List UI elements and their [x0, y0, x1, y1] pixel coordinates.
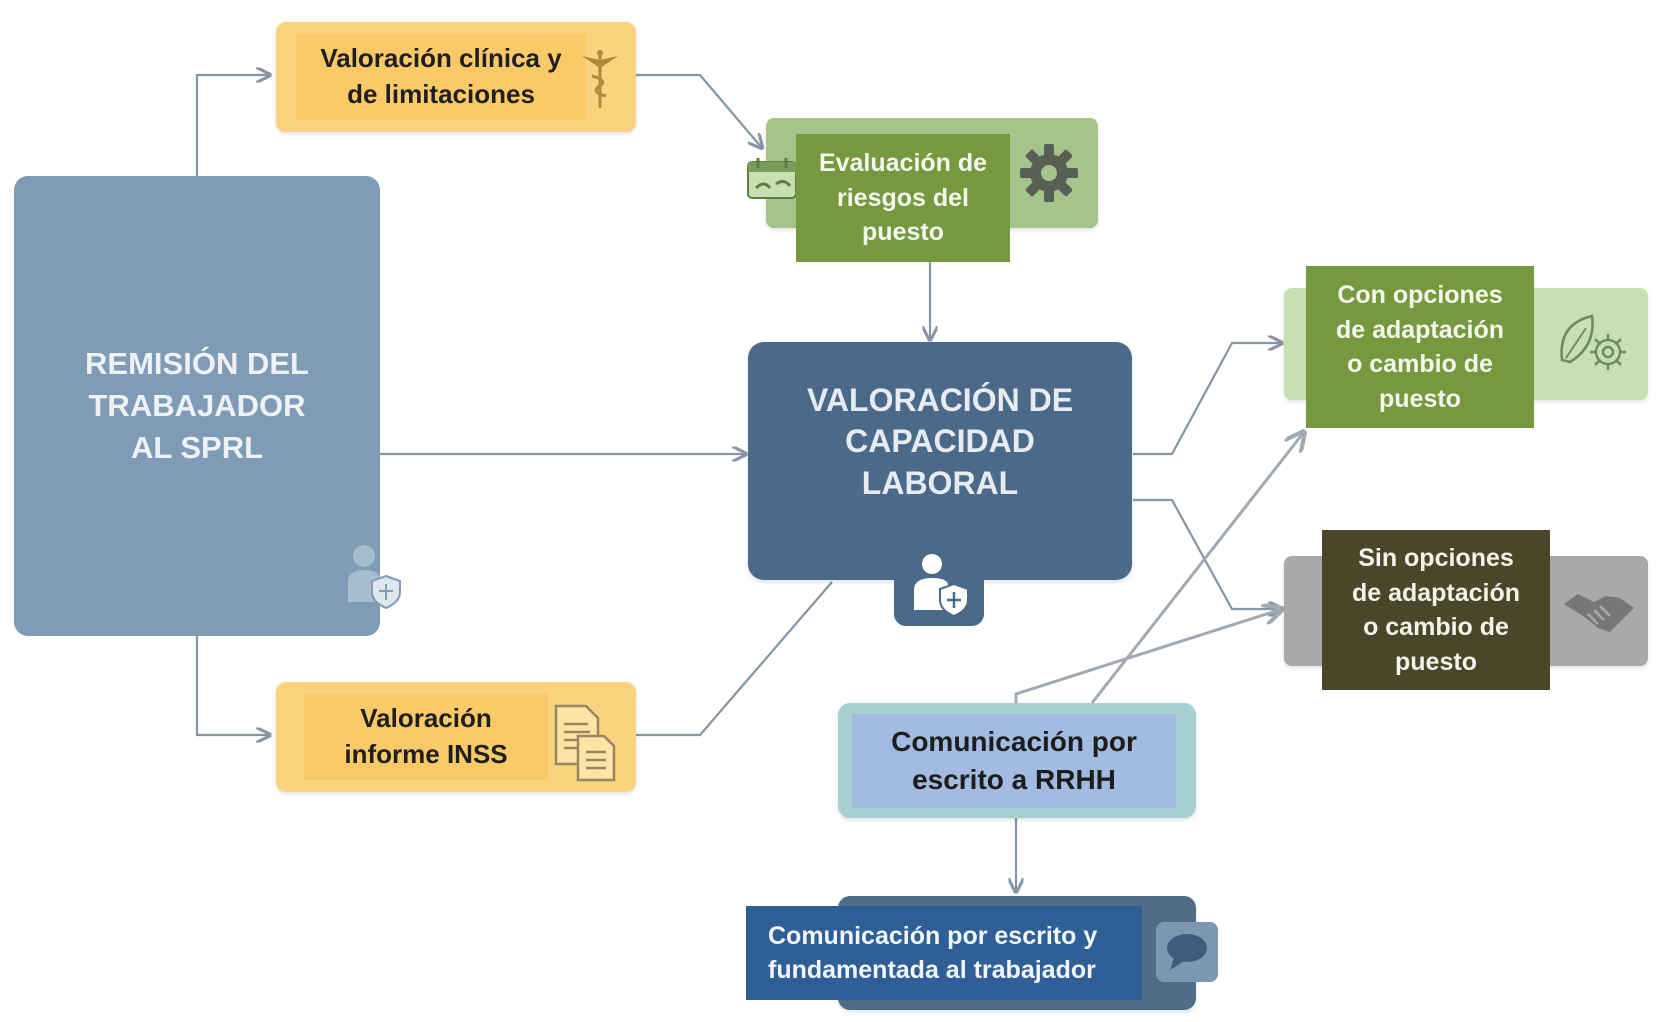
- arrow-remision-to-inss: [195, 636, 270, 735]
- arrow-capacidad-to-con: [1133, 343, 1282, 456]
- calendar-icon: [746, 154, 798, 200]
- rrhh-label: Comunicación por escrito a RRHH: [852, 714, 1176, 808]
- riesgos-label: Evaluación de riesgos del puesto: [796, 134, 1010, 262]
- documents-icon: [552, 702, 622, 782]
- caduceus-icon: [578, 48, 622, 110]
- handshake-icon: [1562, 584, 1636, 640]
- line-inss-to-capacidad: [636, 581, 833, 737]
- capacidad-label: VALORACIÓN DE CAPACIDAD LABORAL: [806, 381, 1074, 501]
- con-opciones-label: Con opciones de adaptación o cambio de p…: [1306, 266, 1534, 428]
- clinica-label: Valoración clínica y de limitaciones: [296, 34, 586, 120]
- capacidad-icon-tab: [894, 548, 984, 626]
- inss-label: Valoración informe INSS: [304, 694, 548, 780]
- chat-bubble-icon: [1156, 922, 1218, 982]
- leaf-gear-icon: [1556, 310, 1632, 376]
- remision-box: REMISIÓN DEL TRABAJADOR AL SPRL: [14, 176, 401, 636]
- capacidad-box: VALORACIÓN DE CAPACIDAD LABORAL: [748, 342, 1132, 580]
- gear-icon: [1018, 142, 1080, 204]
- remision-label: REMISIÓN DEL TRABAJADOR AL SPRL: [85, 346, 309, 465]
- arrow-rrhh-to-sin: [1014, 609, 1282, 703]
- worker-shield-icon: [342, 540, 402, 610]
- sin-opciones-label: Sin opciones de adaptación o cambio de p…: [1322, 530, 1550, 690]
- trabajador-label: Comunicación por escrito y fundamentada …: [746, 906, 1142, 1000]
- arrow-capacidad-to-sin: [1133, 498, 1282, 609]
- arrow-clinica-to-riesgos: [636, 73, 762, 148]
- arrow-remision-to-clinica: [195, 75, 270, 176]
- worker-shield-icon: [914, 554, 969, 618]
